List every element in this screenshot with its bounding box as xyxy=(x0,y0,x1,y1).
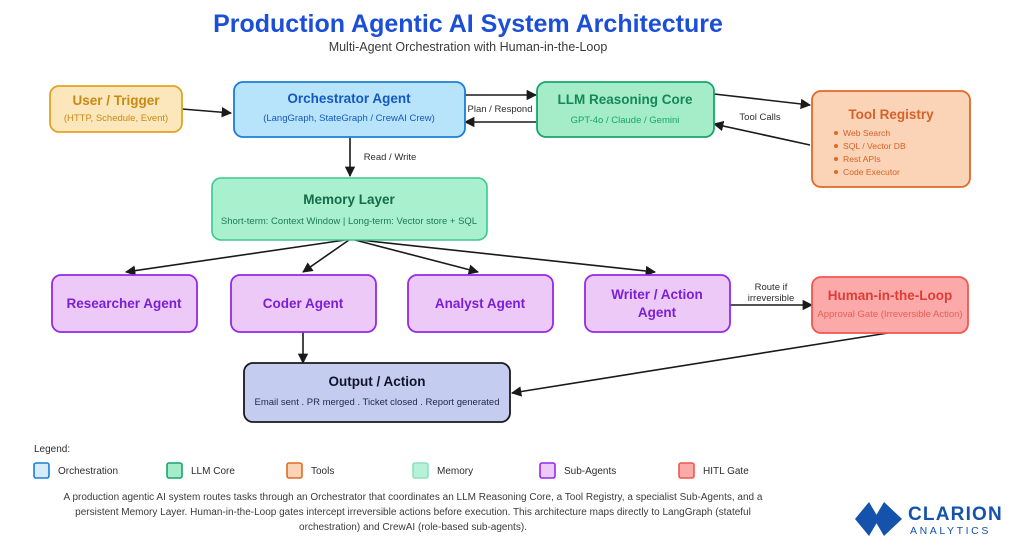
orchestrator-box[interactable] xyxy=(233,81,466,138)
legend-item-hitl-gate: HITL Gate xyxy=(678,462,749,479)
tool-registry-title: Tool Registry xyxy=(848,107,934,122)
hitl-box[interactable] xyxy=(811,276,969,334)
legend-label-sub-agents: Sub-Agents xyxy=(564,466,616,477)
legend: Legend: Orchestration LLM Core Tools Mem… xyxy=(33,444,749,479)
page-subtitle: Multi-Agent Orchestration with Human-in-… xyxy=(329,40,608,54)
hitl-subtitle: Approval Gate (Irreversible Action) xyxy=(817,309,962,320)
memory-layer-title: Memory Layer xyxy=(303,192,395,207)
node-llm-reasoning-core[interactable]: LLM Reasoning Core GPT-4o / Claude / Gem… xyxy=(536,81,715,138)
clarion-analytics-logo: CLARION ANALYTICS xyxy=(855,502,1003,537)
footer-description: A production agentic AI system routes ta… xyxy=(64,492,763,533)
node-output-action[interactable]: Output / Action Email sent . PR merged .… xyxy=(243,362,511,423)
user-trigger-title: User / Trigger xyxy=(72,93,160,108)
legend-swatch-orchestration xyxy=(33,462,50,479)
logo-tagline: ANALYTICS xyxy=(910,525,991,537)
hitl-title: Human-in-the-Loop xyxy=(828,288,952,303)
edges-layer xyxy=(124,89,889,397)
edge-label-route-if: Route if xyxy=(755,282,788,293)
legend-label-llm-core: LLM Core xyxy=(191,466,235,477)
writer-agent-box[interactable] xyxy=(584,274,731,333)
bullet-dot-icon xyxy=(834,170,838,174)
bullet-dot-icon xyxy=(834,131,838,135)
coder-agent-title: Coder Agent xyxy=(263,296,344,311)
legend-heading: Legend: xyxy=(34,444,70,455)
legend-swatch-memory xyxy=(412,462,429,479)
logo-wordmark: CLARION xyxy=(908,504,1003,525)
orchestrator-title: Orchestrator Agent xyxy=(287,91,411,106)
legend-label-hitl-gate: HITL Gate xyxy=(703,466,749,477)
footer-line-1: A production agentic AI system routes ta… xyxy=(64,492,763,503)
researcher-agent-box[interactable] xyxy=(51,274,198,333)
edge-memory-to-writer xyxy=(359,239,657,277)
legend-item-orchestration: Orchestration xyxy=(33,462,118,479)
node-coder-agent[interactable]: Coder Agent xyxy=(230,274,377,333)
node-analyst-agent[interactable]: Analyst Agent xyxy=(407,274,554,333)
tool-registry-item-2: Rest APIs xyxy=(843,154,881,164)
legend-swatch-hitl-gate xyxy=(678,462,695,479)
orchestrator-subtitle: (LangGraph, StateGraph / CrewAI Crew) xyxy=(263,113,435,124)
node-tool-registry[interactable]: Tool Registry Web Search SQL / Vector DB… xyxy=(811,90,971,188)
footer-line-3: orchestration) and CrewAI (role-based su… xyxy=(299,522,527,533)
coder-agent-box[interactable] xyxy=(230,274,377,333)
llm-core-subtitle: GPT-4o / Claude / Gemini xyxy=(571,115,680,126)
tool-registry-item-3: Code Executor xyxy=(843,167,900,177)
writer-agent-title-line1: Writer / Action xyxy=(611,287,703,302)
node-orchestrator-agent[interactable]: Orchestrator Agent (LangGraph, StateGrap… xyxy=(233,81,466,138)
user-trigger-subtitle: (HTTP, Schedule, Event) xyxy=(64,113,168,124)
legend-item-tools: Tools xyxy=(286,462,334,479)
node-user-trigger[interactable]: User / Trigger (HTTP, Schedule, Event) xyxy=(49,85,183,133)
edge-memory-to-researcher xyxy=(124,239,346,276)
edge-label-tool-calls: Tool Calls xyxy=(739,112,780,123)
memory-layer-box[interactable] xyxy=(211,177,488,241)
node-memory-layer[interactable]: Memory Layer Short-term: Context Window … xyxy=(211,177,488,241)
node-researcher-agent[interactable]: Researcher Agent xyxy=(51,274,198,333)
output-action-title: Output / Action xyxy=(329,374,426,389)
node-human-in-the-loop[interactable]: Human-in-the-Loop Approval Gate (Irrever… xyxy=(811,276,969,334)
legend-label-tools: Tools xyxy=(311,466,334,477)
legend-item-memory: Memory xyxy=(412,462,473,479)
bullet-dot-icon xyxy=(834,157,838,161)
tool-registry-item-0: Web Search xyxy=(843,128,890,138)
page-title: Production Agentic AI System Architectur… xyxy=(213,10,723,38)
bullet-dot-icon xyxy=(834,144,838,148)
memory-layer-subtitle: Short-term: Context Window | Long-term: … xyxy=(221,216,477,227)
legend-label-memory: Memory xyxy=(437,466,473,477)
output-action-box[interactable] xyxy=(243,362,511,423)
legend-swatch-sub-agents xyxy=(539,462,556,479)
edge-label-plan-respond: Plan / Respond xyxy=(468,104,533,115)
edge-llm-to-tools xyxy=(713,93,812,110)
writer-agent-title-line2: Agent xyxy=(638,305,677,320)
edge-hitl-to-output xyxy=(510,332,889,397)
diamond-chevron-icon xyxy=(855,502,902,536)
legend-label-orchestration: Orchestration xyxy=(58,466,118,477)
researcher-agent-title: Researcher Agent xyxy=(66,296,182,311)
llm-core-box[interactable] xyxy=(536,81,715,138)
tool-registry-item-1: SQL / Vector DB xyxy=(843,141,906,151)
node-writer-action-agent[interactable]: Writer / Action Agent xyxy=(584,274,731,333)
analyst-agent-box[interactable] xyxy=(407,274,554,333)
user-trigger-box[interactable] xyxy=(49,85,183,133)
edge-user-to-orchestrator xyxy=(181,107,233,118)
analyst-agent-title: Analyst Agent xyxy=(435,296,526,311)
edge-tools-to-llm xyxy=(712,120,811,146)
output-action-subtitle: Email sent . PR merged . Ticket closed .… xyxy=(254,397,499,408)
tool-registry-box[interactable] xyxy=(811,90,971,188)
edge-label-irreversible: irreversible xyxy=(748,293,794,304)
llm-core-title: LLM Reasoning Core xyxy=(557,92,692,107)
legend-swatch-tools xyxy=(286,462,303,479)
legend-item-llm-core: LLM Core xyxy=(166,462,235,479)
legend-item-sub-agents: Sub-Agents xyxy=(539,462,616,479)
edge-memory-to-analyst xyxy=(354,239,480,275)
edge-label-read-write: Read / Write xyxy=(364,152,417,163)
edge-memory-to-coder xyxy=(302,239,350,273)
legend-swatch-llm-core xyxy=(166,462,183,479)
edge-labels-layer: Plan / Respond Tool Calls Read / Write R… xyxy=(364,104,795,304)
footer-line-2: persistent Memory Layer. Human-in-the-Lo… xyxy=(75,507,751,518)
